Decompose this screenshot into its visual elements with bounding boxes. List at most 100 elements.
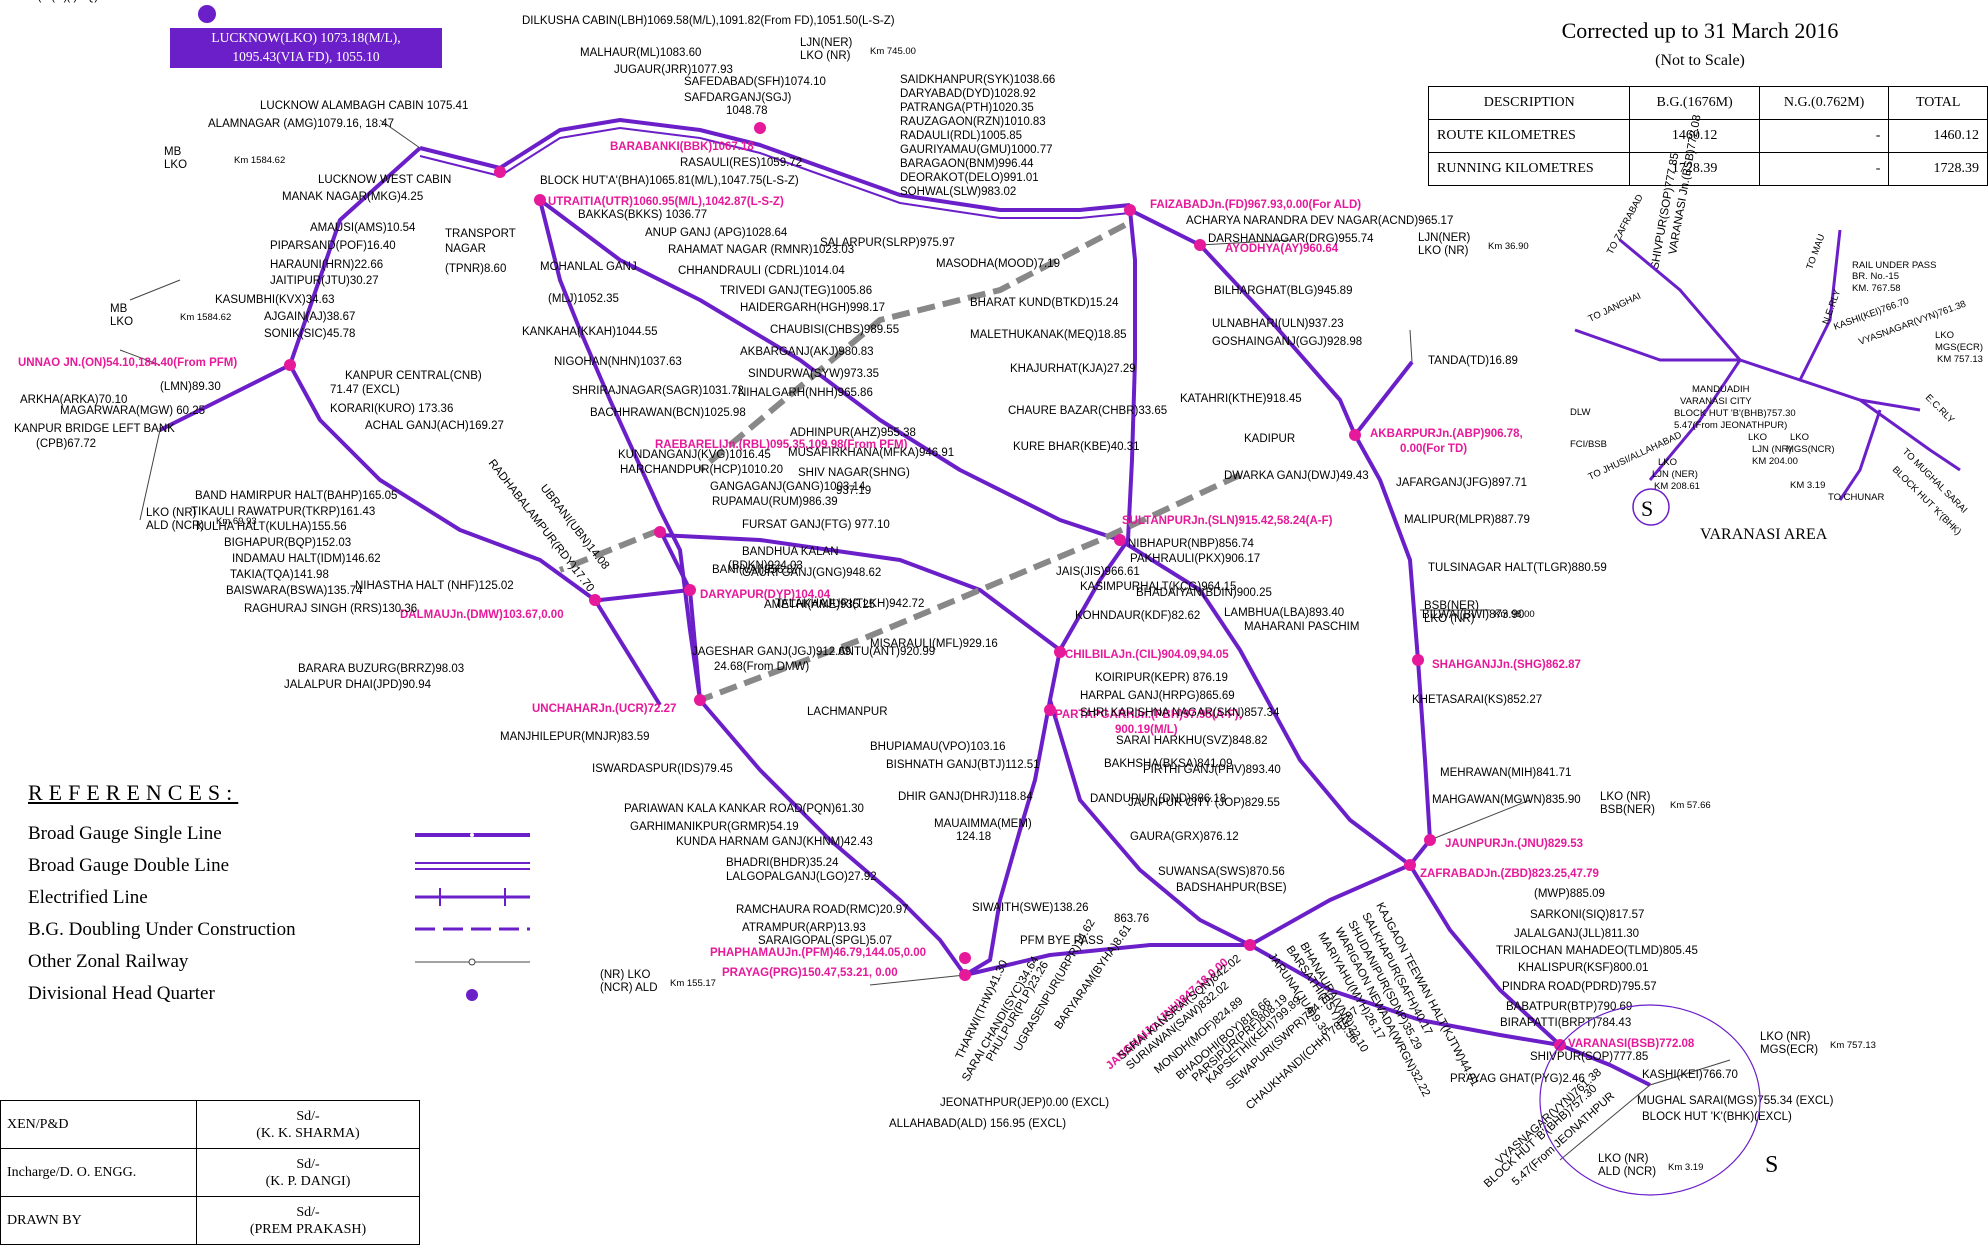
- station-label: BACHHRAWAN(BCN)1025.98: [590, 407, 746, 419]
- jn-marker-dmw: [589, 594, 601, 606]
- station-label: TIKAULI RAWATPUR(TKRP)161.43: [191, 506, 375, 518]
- jn-marker-fd: [1124, 204, 1136, 216]
- jn-marker-ucr: [694, 694, 706, 706]
- station-label: ACHAL GANJ(ACH)169.27: [365, 420, 504, 432]
- jn-marker-ay: [1194, 239, 1206, 251]
- station-label: MUGHAL SARAI(MGS)755.34 (EXCL): [1637, 1095, 1834, 1107]
- station-label: GANGAGANJ(GANG)1003.14: [710, 481, 866, 493]
- jn-marker-zbd: [1404, 859, 1416, 871]
- station-label: 863.76: [1114, 913, 1149, 925]
- junction-markers: [284, 122, 1566, 1051]
- jn-marker-dyp: [684, 584, 696, 596]
- line-utr-pfm: [538, 199, 967, 977]
- station-label: AJGAIN(AJ)38.67: [264, 311, 355, 323]
- inset-label: TO CHUNAR: [1828, 492, 1884, 503]
- inset-label: KM 204.00: [1752, 456, 1798, 467]
- station-label: NIHASTHA HALT (NHF)125.02: [355, 580, 514, 592]
- station-label: PATRANGA(PTH)1020.35: [900, 102, 1034, 114]
- station-label: DEORAKOT(DELO)991.01: [900, 172, 1039, 184]
- station-label: TRANSPORT: [445, 228, 516, 240]
- inset-label: E.C.RLY: [1923, 392, 1957, 426]
- inset-label: TO ZAFRABAD: [1605, 193, 1646, 257]
- station-label: 1048.78: [726, 105, 768, 117]
- jn-label-zafrabad: ZAFRABADJn.(ZBD)823.25,47.79: [1420, 868, 1599, 880]
- inset-line-allahabad: [1648, 359, 1742, 481]
- station-label: BAKHSHA(BKSA)841.09: [1104, 758, 1232, 770]
- inset-label: BLOCK HUT 'B'(BHB)757.30: [1674, 408, 1796, 419]
- station-label: TRILOCHAN MAHADEO(TLMD)805.45: [1496, 945, 1698, 957]
- station-label: SHRIRAJNAGAR(SAGR)1031.72: [572, 385, 744, 397]
- station-label: SOHWAL(SLW)983.02: [900, 186, 1016, 198]
- inset-label: LJN (NR): [1752, 444, 1792, 455]
- signature-cell: Sd/- (K. K. SHARMA): [196, 1100, 420, 1149]
- jn-label-faizabad: FAIZABADJn.(FD)967.93,0.00(For ALD): [1150, 199, 1361, 211]
- doubling-lines: [558, 222, 1242, 703]
- station-label: TALAKHAJURI(TLKH)942.72: [775, 598, 924, 610]
- jn-marker-prg: [959, 969, 971, 981]
- summary-row: RUNNING KILOMETRES 1728.39 - 1728.39: [1427, 152, 1988, 186]
- station-label: AMETHI(AME)935.25: [764, 599, 875, 611]
- connection-km: Km 155.17: [670, 978, 716, 989]
- legend-hq-dot: [466, 989, 478, 1001]
- station-label: BADSHAHPUR(BSE): [1176, 882, 1287, 894]
- jn-label-partapgarh-2: 900.19(M/L): [1115, 724, 1178, 736]
- inset-label: KM 3.19: [1790, 480, 1825, 491]
- station-label: NAGAR: [445, 243, 486, 255]
- summary-header-row: DESCRIPTION B.G.(1676M) N.G.(0.762M) TOT…: [1427, 86, 1988, 120]
- station-label: BHADRI(BHDR)35.24: [726, 857, 839, 869]
- station-label: RADAULI(RDL)1005.85: [900, 130, 1022, 142]
- connection-bottom: MGS(ECR): [1760, 1044, 1818, 1056]
- station-label: KASIMPURHALT(KCG)964.15: [1080, 581, 1236, 593]
- station-label: TANDA(TD)16.89: [1428, 355, 1518, 367]
- station-label: KHALISPUR(KSF)800.01: [1518, 962, 1648, 974]
- summary-cell: 1460.12: [1629, 119, 1760, 153]
- station-label: (MLJ)1052.35: [548, 293, 619, 305]
- station-label: PIPARSAND(POF)16.40: [270, 240, 396, 252]
- station-label: KHAJURHAT(KJA)27.29: [1010, 363, 1136, 375]
- jn-label-daryapur: DARYAPUR(DYP)104.04: [700, 589, 831, 601]
- station-label: JEONATHPUR(JEP)0.00 (EXCL): [940, 1097, 1109, 1109]
- signature-row: Incharge/D. O. ENGG. Sd/- (K. P. DANGI): [0, 1148, 420, 1197]
- line-faizabad-zafrabad: [1129, 208, 1432, 867]
- jn-marker-bbk: [754, 122, 766, 134]
- line-unnao-kanpur: [159, 363, 291, 432]
- station-label: LOHTA(LOT)777.94: [0, 0, 103, 3]
- station-label: MAHARANI PASCHIM: [1244, 621, 1359, 633]
- station-label: KHETASARAI(KS)852.27: [1412, 694, 1542, 706]
- connection-bottom: ALD (NCR): [1598, 1166, 1656, 1178]
- station-label: BANI(VAI)956.87: [712, 564, 799, 576]
- station-label: DWARKA GANJ(DWJ)49.43: [1224, 470, 1369, 482]
- station-label: BISHNATH GANJ(BTJ)112.51: [886, 759, 1040, 771]
- connection-bottom: (NCR) ALD: [600, 982, 658, 994]
- line-akbarpur-tanda: [1353, 360, 1414, 437]
- hq-box: LUCKNOW(LKO) 1073.18(M/L), 1095.43(VIA F…: [170, 28, 442, 68]
- station-label: BIRAPATTI(BRPT)784.43: [1500, 1017, 1631, 1029]
- station-label: GAURI GANJ(GNG)948.62: [742, 567, 881, 579]
- station-label: PINDRA ROAD(PDRD)795.57: [1502, 981, 1657, 993]
- station-label: BLOCK HUT 'K'(BHK)(EXCL): [1642, 1111, 1792, 1123]
- station-label: KASHI(KEI)766.70: [1642, 1069, 1738, 1081]
- summary-header-total: TOTAL: [1888, 86, 1988, 120]
- signature-row: DRAWN BY Sd/- (PREM PRAKASH): [0, 1196, 420, 1245]
- jn-label-dalmau: DALMAUJn.(DMW)103.67,0.00: [400, 609, 564, 621]
- connection-top: LKO (NR): [146, 507, 197, 519]
- hq-box-line2: 1095.43(VIA FD), 1055.10: [232, 49, 380, 64]
- legend-item: Broad Gauge Double Line: [28, 855, 230, 876]
- station-label: TAKIA(TQA)141.98: [230, 569, 329, 581]
- station-label: PRAYAG GHAT(PYG)2.46: [1450, 1073, 1585, 1085]
- station-label: BIGHAPUR(BQP)152.03: [224, 537, 351, 549]
- station-label: NIGOHAN(NHN)1037.63: [554, 356, 682, 368]
- connection-km: Km 757.13: [1830, 1040, 1876, 1051]
- station-label: HAIDERGARH(HGH)998.17: [740, 302, 885, 314]
- station-label: DARSHANNAGAR(DRG)955.74: [1208, 233, 1374, 245]
- jn-label-varanasi: VARANASI(BSB)772.08: [1568, 1038, 1695, 1050]
- doubling-rbl-dmw: [558, 527, 662, 573]
- station-label: SINDURWA(SYW)973.35: [748, 368, 879, 380]
- station-label: KANPUR BRIDGE LEFT BANK: [14, 423, 175, 435]
- connection-bottom: LKO: [164, 159, 187, 171]
- jn-marker-jnu: [1424, 834, 1436, 846]
- inset-label: LKO: [1748, 432, 1767, 443]
- station-label: MOHANLAL GANJ: [540, 261, 637, 273]
- line-jnh-zbd: [1249, 863, 1411, 947]
